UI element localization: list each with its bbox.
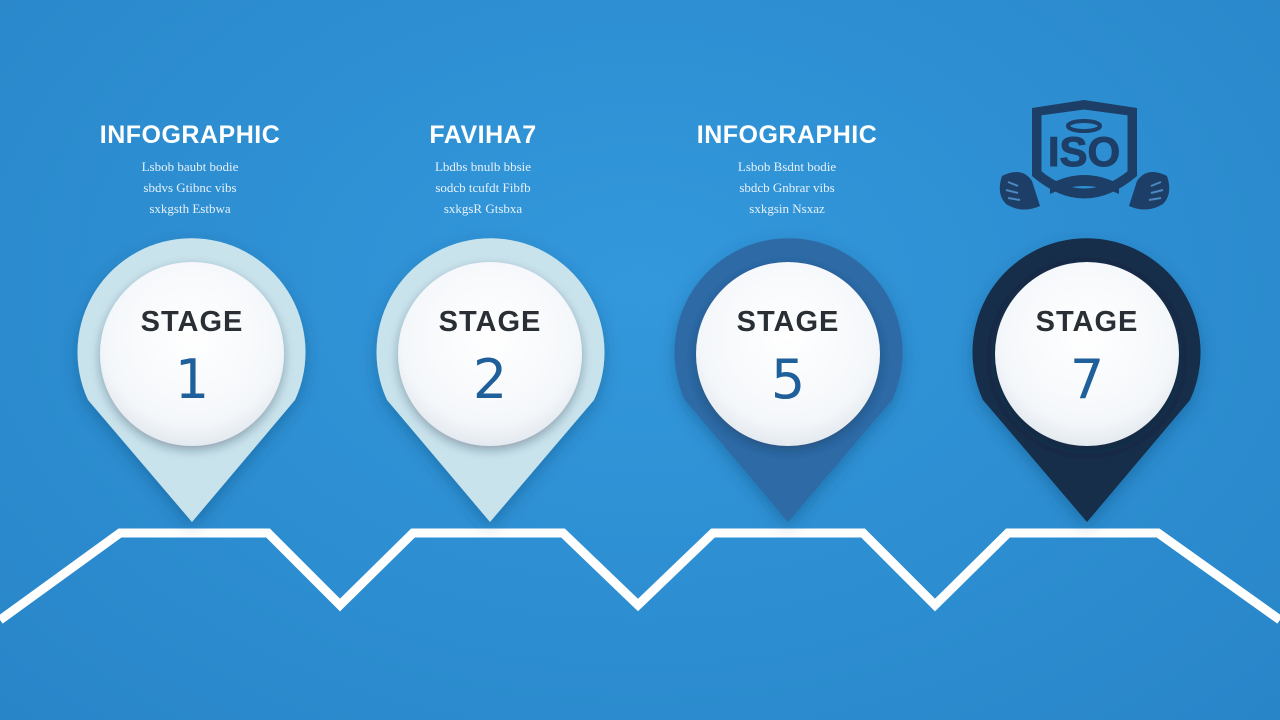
stage-label: STAGE	[438, 306, 542, 338]
column-desc-line: sxkgsR Gtsbxa	[443, 201, 523, 216]
stage-number: 5	[770, 348, 806, 411]
stage-pin-1	[77, 238, 306, 522]
column-title: FAVIHA7	[429, 121, 537, 149]
column-desc-line: Lsbob baubt bodie	[141, 159, 239, 174]
zigzag-path-line	[0, 528, 1280, 624]
stage-pin-disc	[100, 262, 284, 446]
stage-number: 1	[174, 348, 210, 411]
column-header-1: INFOGRAPHIC Lsbob baubt bodie sbdvs Gtib…	[60, 118, 320, 219]
stage-pin-5	[674, 238, 903, 522]
stage-number: 2	[472, 348, 508, 411]
column-title: INFOGRAPHIC	[696, 121, 878, 149]
stage-pin-disc	[995, 262, 1179, 446]
column-desc-line: Lbdbs bnulb bbsie	[434, 159, 532, 174]
column-header-2: FAVIHA7 Lbdbs bnulb bbsie sodcb tcufdt F…	[353, 118, 613, 219]
iso-logo: ISO	[999, 100, 1170, 210]
stage-label: STAGE	[1035, 306, 1139, 338]
stage-number: 7	[1069, 348, 1105, 411]
column-desc-line: sxkgsin Nsxaz	[749, 201, 825, 216]
iso-badge-icon	[999, 100, 1170, 210]
column-title: INFOGRAPHIC	[99, 121, 281, 149]
column-desc-line: Lsbob Bsdnt bodie	[737, 159, 837, 174]
stage-label: STAGE	[140, 306, 244, 338]
stage-pin-7	[972, 238, 1201, 522]
column-desc-line: sodcb tcufdt Fibfb	[435, 180, 531, 195]
stage-pin-disc	[696, 262, 880, 446]
column-header-3: INFOGRAPHIC Lsbob Bsdnt bodie sbdcb Gnbr…	[657, 118, 917, 219]
stage-pin-2	[376, 238, 605, 522]
column-desc-line: sbdvs Gtibnc vibs	[143, 180, 237, 195]
stage-pin-disc	[398, 262, 582, 446]
column-desc-line: sxkgsth Estbwa	[149, 201, 231, 216]
stage-label: STAGE	[736, 306, 840, 338]
column-desc-line: sbdcb Gnbrar vibs	[739, 180, 835, 195]
iso-logo-text: ISO	[1048, 128, 1120, 175]
